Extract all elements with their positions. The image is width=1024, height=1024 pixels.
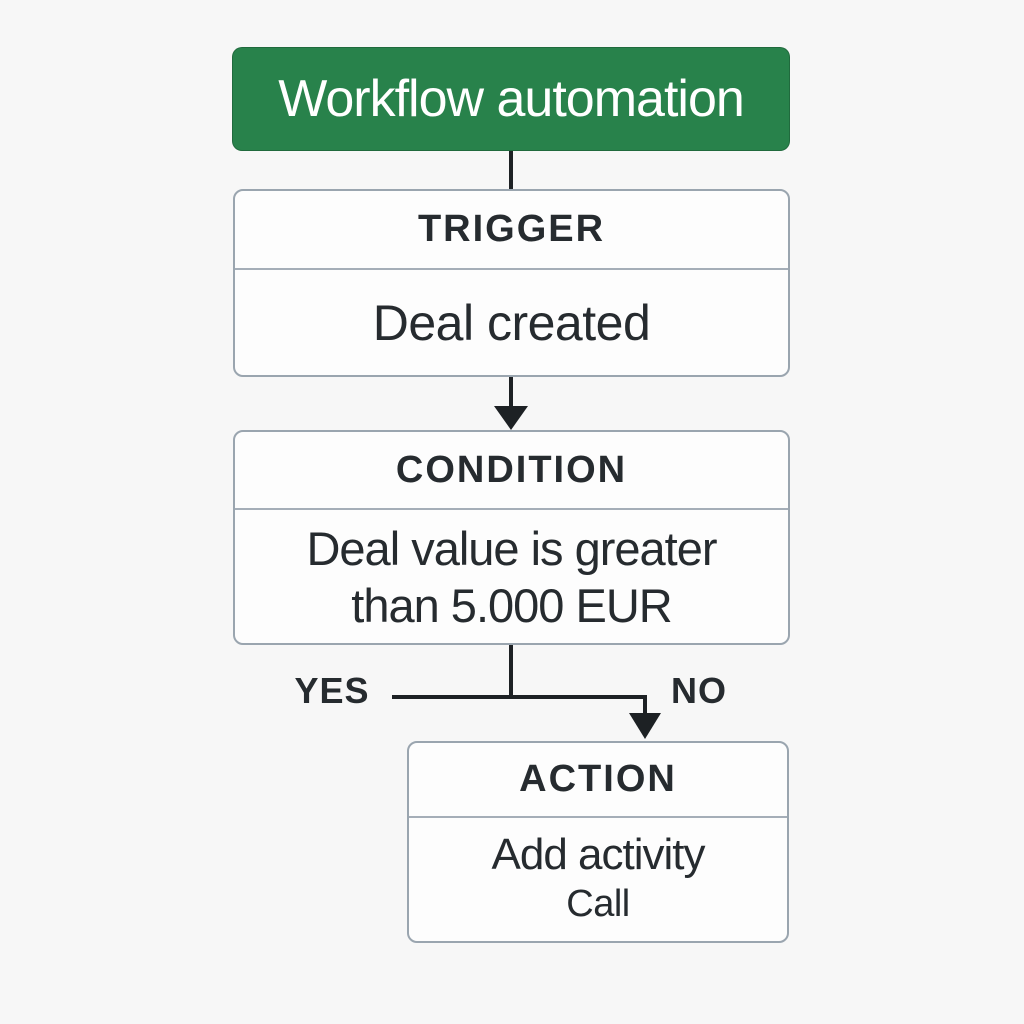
- branch-label-yes: YES: [294, 670, 370, 711]
- action-body-line-1: Add activity: [491, 830, 706, 879]
- arrow-down-icon: [629, 713, 661, 739]
- action-body-line-2: Call: [566, 883, 630, 925]
- workflow-title-node: Workflow automation: [232, 47, 790, 151]
- trigger-body-label: Deal created: [372, 294, 651, 351]
- condition-node-header: CONDITION: [235, 432, 788, 510]
- trigger-header-label: TRIGGER: [417, 208, 606, 250]
- action-node: ACTION Add activity Call: [407, 741, 789, 943]
- action-node-body: Add activity Call: [409, 818, 787, 941]
- condition-node: CONDITION Deal value is greater than 5.0…: [233, 430, 790, 645]
- workflow-title-label: Workflow automation: [278, 70, 745, 128]
- trigger-node-body: Deal created: [235, 270, 788, 375]
- trigger-node-header: TRIGGER: [235, 191, 788, 270]
- condition-node-body: Deal value is greater than 5.000 EUR: [235, 510, 788, 643]
- arrow-down-icon: [494, 406, 528, 430]
- condition-header-label: CONDITION: [395, 448, 628, 491]
- condition-body-line-1: Deal value is greater: [306, 521, 717, 575]
- condition-body-line-2: than 5.000 EUR: [351, 578, 672, 632]
- trigger-node: TRIGGER Deal created: [233, 189, 790, 377]
- branch-label-no: NO: [671, 670, 727, 711]
- action-header-label: ACTION: [519, 758, 677, 800]
- action-node-header: ACTION: [409, 743, 787, 818]
